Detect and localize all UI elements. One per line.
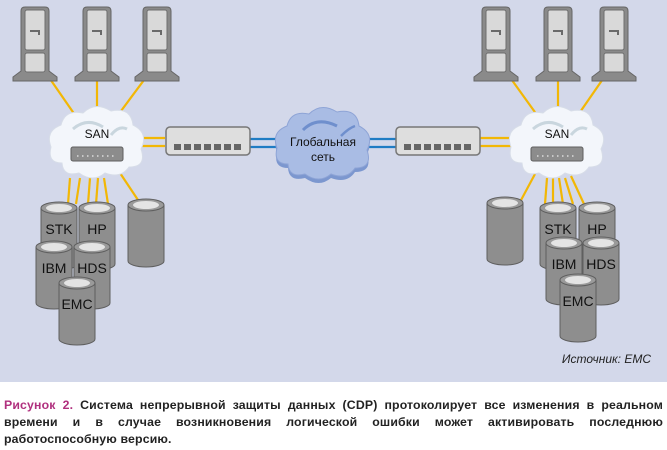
left-storage: STK HP IBM HDS EMC: [35, 198, 165, 346]
storage-cylinder-icon: [486, 196, 524, 266]
left-switch-icon: [165, 126, 251, 156]
left-storage-label: HP: [87, 221, 106, 237]
server-icon: [134, 6, 180, 82]
left-storage-label: EMC: [61, 296, 92, 312]
cdp-network-diagram: SAN SAN Глобальная сеть STK: [0, 0, 667, 382]
server-icon: [535, 6, 581, 82]
right-storage-label: HDS: [586, 256, 616, 272]
right-storage-label: HP: [587, 221, 606, 237]
server-icon: [473, 6, 519, 82]
right-storage: STK HP IBM HDS EMC: [486, 196, 620, 343]
figure-number: Рисунок 2.: [4, 398, 74, 412]
wan-cloud: Глобальная сеть: [274, 106, 371, 183]
storage-cylinder-icon: [127, 198, 165, 268]
right-switch-icon: [395, 126, 481, 156]
wan-label-line1: Глобальная: [290, 135, 356, 149]
right-san-label: SAN: [545, 127, 570, 141]
caption-text: Система непрерывной защиты данных (CDP) …: [4, 398, 663, 446]
right-san-links: [480, 75, 606, 205]
left-storage-label: IBM: [42, 260, 67, 276]
right-storage-label: EMC: [562, 293, 593, 309]
left-storage-label: STK: [45, 221, 73, 237]
figure-caption: Рисунок 2. Система непрерывной защиты да…: [4, 397, 663, 448]
left-san-cloud: SAN: [48, 105, 145, 179]
server-icon: [12, 6, 58, 82]
left-storage-label: HDS: [77, 260, 107, 276]
server-icon: [591, 6, 637, 82]
right-san-cloud: SAN: [508, 105, 605, 179]
server-icon: [74, 6, 120, 82]
source-credit: Источник: EMC: [561, 352, 651, 366]
right-storage-label: IBM: [552, 256, 577, 272]
wan-label-line2: сеть: [311, 150, 335, 164]
left-san-label: SAN: [85, 127, 110, 141]
right-storage-label: STK: [544, 221, 572, 237]
left-san-links: [47, 75, 165, 205]
